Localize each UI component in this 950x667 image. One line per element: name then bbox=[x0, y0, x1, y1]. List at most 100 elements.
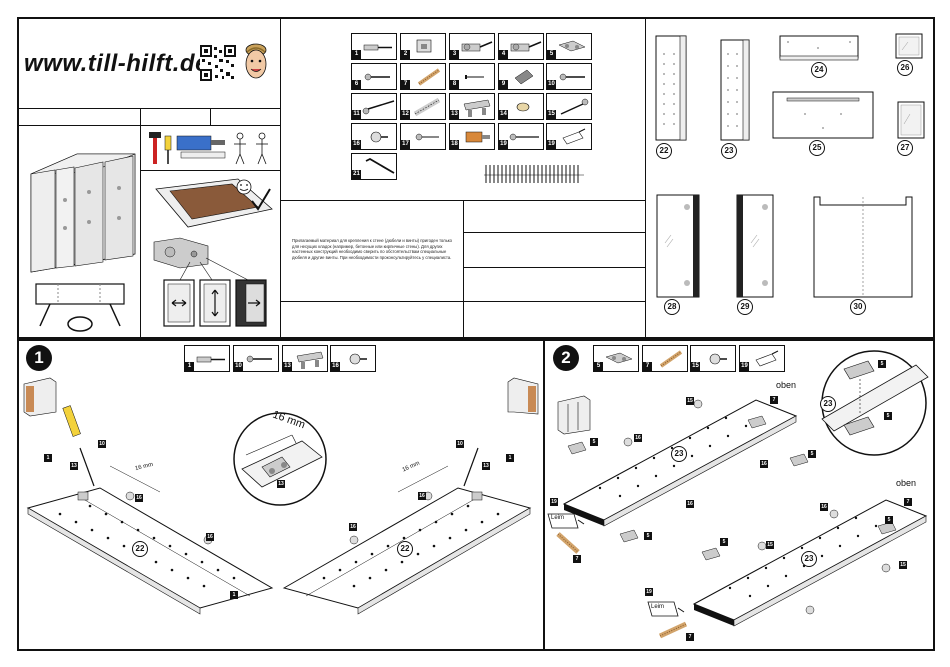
step-1-tag-13: 13 bbox=[70, 462, 78, 470]
panel-27-illustration bbox=[897, 101, 925, 139]
step-2-lower-tag-5a: 5 bbox=[720, 538, 728, 546]
step-2-oben-top: oben bbox=[776, 380, 797, 390]
part-11: 11 bbox=[351, 93, 397, 120]
step-divider bbox=[543, 340, 545, 650]
part-number: 17 bbox=[401, 140, 410, 149]
step-2-lower-tag-7a: 7 bbox=[904, 498, 912, 506]
step-2-glue-bottle-upper bbox=[547, 513, 585, 554]
hanger-rail-icon bbox=[463, 99, 491, 117]
part-number: 7 bbox=[401, 80, 410, 89]
part-number: 4 bbox=[499, 50, 508, 59]
part-12: 12 bbox=[400, 93, 446, 120]
glue-bottle-icon bbox=[562, 128, 586, 145]
part-1: 1 bbox=[351, 33, 397, 60]
shelf-pin-icon bbox=[370, 131, 388, 143]
part-10: 10 bbox=[546, 63, 592, 90]
hex-key-icon bbox=[365, 157, 395, 174]
panel-25-label: 25 bbox=[809, 140, 825, 156]
step-1-right-tag-10: 10 bbox=[456, 440, 464, 448]
screw-icon bbox=[559, 73, 585, 81]
step-2-magnifier-label: 23 bbox=[820, 396, 836, 412]
part-number: 1 bbox=[185, 362, 194, 371]
part-number: 3 bbox=[450, 50, 459, 59]
protective-mat-illustration bbox=[155, 178, 273, 228]
step-1-tag-1-top: 1 bbox=[44, 454, 52, 462]
column-divider-1 bbox=[280, 18, 281, 338]
part-14: 14 bbox=[498, 93, 544, 120]
part-number: 19 bbox=[547, 140, 556, 149]
step-1-magnifier bbox=[233, 412, 327, 506]
pad-icon bbox=[514, 69, 534, 85]
step-2-glue-bottle-lower bbox=[647, 601, 688, 639]
part-number: 10 bbox=[547, 80, 556, 89]
step-2-lower-tag-5b: 5 bbox=[885, 516, 893, 524]
part-number: 16 bbox=[352, 140, 361, 149]
tool-row-divider bbox=[18, 125, 280, 126]
step-2-part-7: 7 bbox=[642, 345, 688, 372]
part-4: 4 bbox=[498, 33, 544, 60]
step-2-magnifier bbox=[821, 350, 929, 456]
step-2-tag-15a: 15 bbox=[686, 397, 694, 405]
step-2-tag-16c: 16 bbox=[686, 500, 694, 508]
wall-fixing-warning: Прилагаемый материал для крепления к сте… bbox=[292, 238, 453, 260]
part-9: 9 bbox=[498, 63, 544, 90]
panel-30-illustration bbox=[813, 196, 913, 298]
hinge-adjustment-illustration bbox=[153, 237, 267, 327]
qr-code-icon bbox=[200, 45, 236, 81]
step-1-right-tag-1: 1 bbox=[506, 454, 514, 462]
step-2-lower-tag-15a: 15 bbox=[766, 541, 774, 549]
step-1-tag-10: 10 bbox=[98, 440, 106, 448]
brand-url[interactable]: www.till-hilft.de bbox=[24, 50, 209, 77]
middle-row-3 bbox=[464, 267, 645, 268]
step-1-panel-label-left: 22 bbox=[132, 541, 148, 557]
screw-icon bbox=[246, 355, 272, 363]
middle-row-2 bbox=[464, 232, 645, 233]
step-2-tag-5b: 5 bbox=[808, 450, 816, 458]
cabinet-overview-illustration bbox=[30, 153, 136, 273]
part-19: 19 bbox=[498, 123, 544, 150]
part-number: 16 bbox=[331, 362, 340, 371]
part-number: 13 bbox=[450, 110, 459, 119]
anchor-bolt-icon bbox=[196, 356, 225, 363]
step-2-glue-label-lower: Leim bbox=[651, 604, 665, 610]
step-1-right-tag-16b: 16 bbox=[349, 523, 357, 531]
tool-col-divider-2 bbox=[210, 108, 211, 125]
panel-22-illustration bbox=[655, 35, 687, 141]
step-1-part-10: 10 bbox=[233, 345, 279, 372]
part-number: 12 bbox=[401, 110, 410, 119]
step-2-tag-15b: 19 bbox=[550, 498, 558, 506]
part-18: 18 bbox=[449, 123, 495, 150]
panel-23-illustration bbox=[720, 39, 750, 141]
part-13: 13 bbox=[449, 93, 495, 120]
wall-mount-diagram bbox=[35, 283, 125, 332]
panel-29-label: 29 bbox=[737, 299, 753, 315]
step-2-part-5: 5 bbox=[593, 345, 639, 372]
step-2-panel-label-lower: 23 bbox=[801, 551, 817, 567]
hanger-rail-icon bbox=[296, 351, 324, 369]
step-2-tag-5c: 5 bbox=[644, 532, 652, 540]
step-2-mag-tag-5b: 5 bbox=[884, 412, 892, 420]
step-1-part-16: 16 bbox=[330, 345, 376, 372]
screw-icon bbox=[364, 73, 390, 81]
part-number: 14 bbox=[499, 110, 508, 119]
step-1-right-tag-16a: 16 bbox=[418, 492, 426, 500]
long-screw-icon bbox=[362, 100, 395, 115]
step-2-tag-7b: 7 bbox=[573, 555, 581, 563]
part-number: 21 bbox=[352, 170, 361, 179]
screws-strip-icon bbox=[484, 165, 584, 183]
step-2-lower-tag-7b: 7 bbox=[686, 633, 694, 641]
nail-icon bbox=[465, 75, 484, 79]
step-2-oben-bottom: oben bbox=[896, 478, 917, 488]
panel-30-label: 30 bbox=[850, 299, 866, 315]
step-1-magnifier-tag: 13 bbox=[277, 480, 285, 488]
tool-col-divider bbox=[140, 108, 141, 338]
step-1-part-1: 1 bbox=[184, 345, 230, 372]
step-1-tag-1-bottom: 1 bbox=[230, 591, 238, 599]
part-number: 19 bbox=[499, 140, 508, 149]
shelf-pin-icon bbox=[349, 353, 367, 365]
plug-icon bbox=[413, 97, 441, 117]
step-2-tag-7a: 7 bbox=[770, 396, 778, 404]
top-section-frame bbox=[17, 17, 935, 339]
step-1-cabinet-thumb-right bbox=[507, 377, 539, 415]
